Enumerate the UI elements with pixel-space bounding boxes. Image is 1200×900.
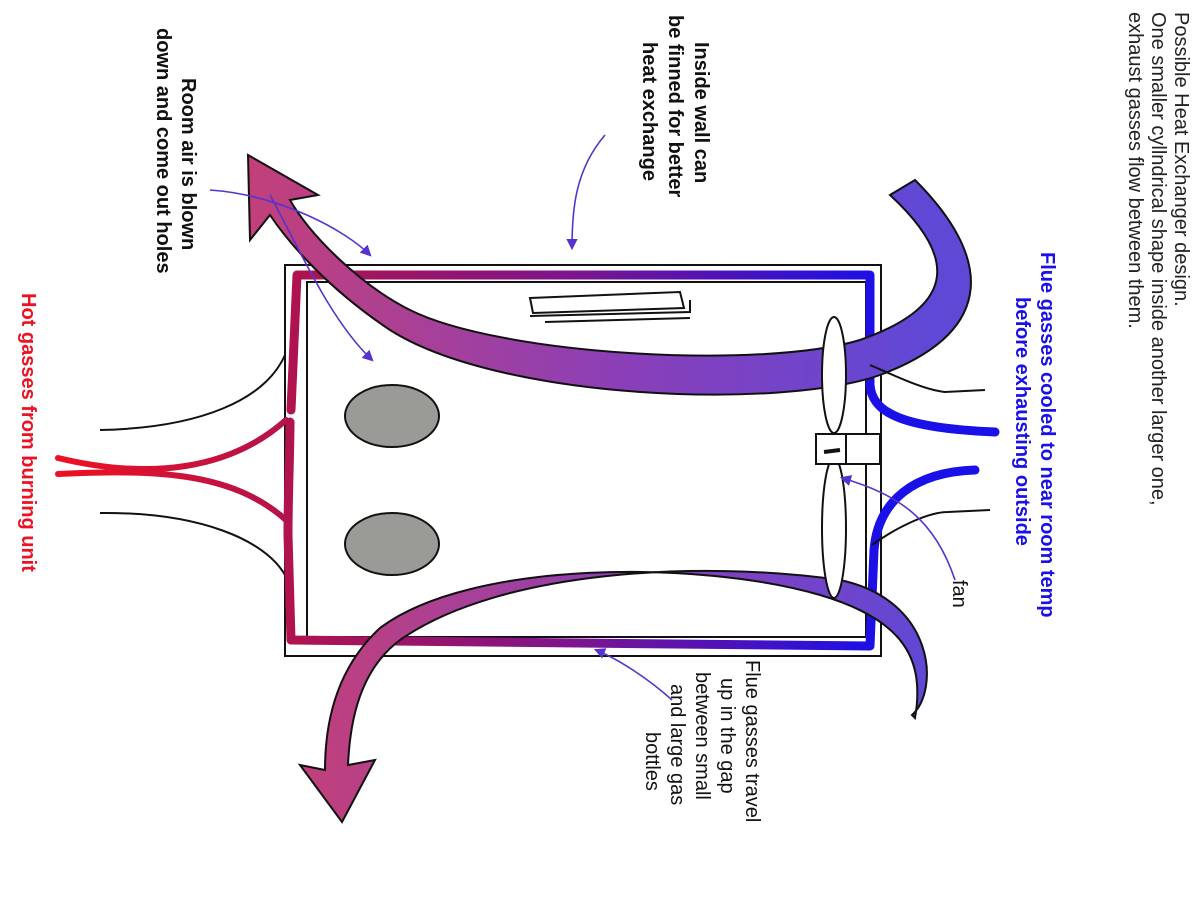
label-flue-travel-line-2: up in the gap bbox=[716, 678, 738, 794]
label-flue-travel-line-1: Flue gasses travel bbox=[741, 660, 763, 822]
label-flue-travel-line-4: and large gas bbox=[666, 684, 688, 805]
label-hot-gasses: Hot gasses from burning unit bbox=[17, 293, 39, 572]
hot-gas-flow bbox=[55, 417, 289, 523]
room-air-arrow-bottom bbox=[297, 569, 928, 824]
title-line-2: One smaller cyllndrical shape inside ano… bbox=[1147, 12, 1169, 506]
label-room-air-line-1: Room air is blown bbox=[177, 78, 199, 250]
label-flue-cooled-line-1: Flue gasses cooled to near room temp bbox=[1036, 252, 1058, 618]
title-line-3: exhaust gasses flow between them. bbox=[1124, 12, 1146, 329]
label-inside-wall-line-1: Inside wall can bbox=[690, 42, 712, 183]
vent-hole-icon bbox=[344, 512, 440, 576]
label-inside-wall: Inside wall can be finned for better hea… bbox=[638, 15, 712, 197]
label-flue-travel-line-3: between small bbox=[691, 672, 713, 800]
outer-bottle bbox=[284, 264, 882, 657]
fan-icon bbox=[815, 316, 881, 599]
label-flue-travel: Flue gasses travel up in the gap between… bbox=[641, 660, 763, 822]
label-flue-cooled: Flue gasses cooled to near room temp bef… bbox=[1011, 252, 1058, 618]
label-fan: fan bbox=[948, 580, 970, 608]
label-flue-cooled-line-2: before exhausting outside bbox=[1011, 297, 1033, 546]
label-room-air: Room air is blown down and come out hole… bbox=[152, 28, 199, 274]
supply-pipe-outline bbox=[99, 354, 286, 576]
vent-hole-icon bbox=[344, 384, 440, 448]
label-inside-wall-line-3: heat exchange bbox=[638, 42, 660, 181]
exhaust-pipe-outline bbox=[869, 364, 991, 546]
label-room-air-line-2: down and come out holes bbox=[152, 28, 174, 274]
label-flue-travel-line-5: bottles bbox=[641, 732, 663, 791]
label-inside-wall-line-2: be finned for better bbox=[664, 15, 686, 197]
room-air-arrow-top bbox=[246, 153, 972, 396]
title-line-1: Possible Heat Exchanger design. bbox=[1170, 12, 1192, 307]
annotation-arrows bbox=[209, 134, 956, 701]
fin-sketch bbox=[528, 290, 691, 323]
diagram-title: Possible Heat Exchanger design. One smal… bbox=[1124, 12, 1192, 506]
